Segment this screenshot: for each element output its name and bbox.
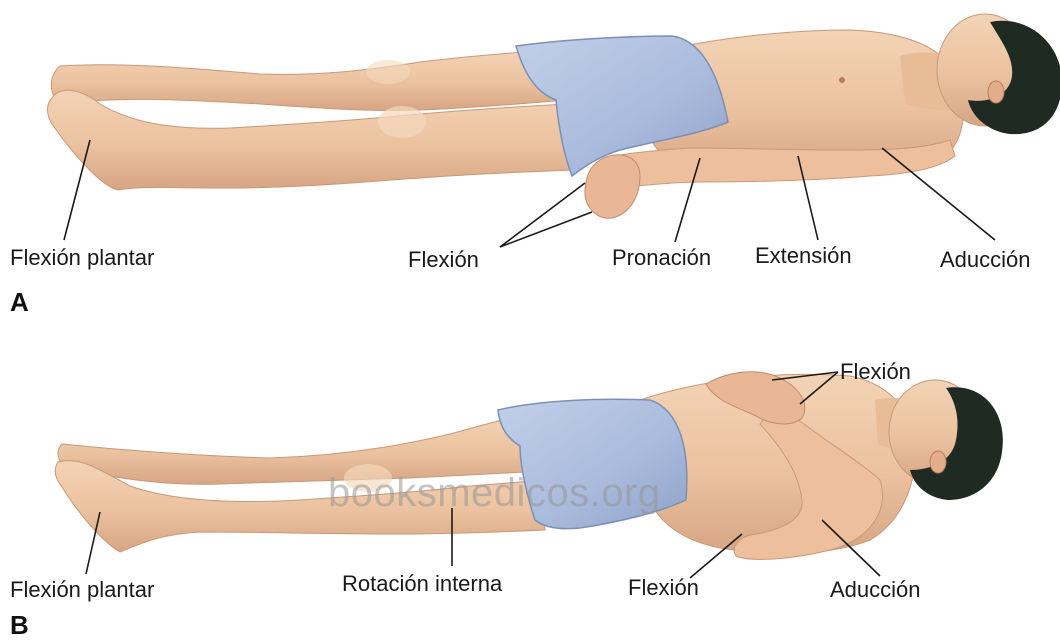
- label-a-pronacion: Pronación: [612, 247, 711, 269]
- figure-a-knee-back: [366, 60, 410, 84]
- label-b-flexion-elbow: Flexión: [628, 577, 699, 599]
- figure-a-nipple: [839, 77, 845, 83]
- figure-a-body: [48, 14, 1060, 218]
- label-a-flexion: Flexión: [408, 249, 479, 271]
- figure-a-fist: [585, 155, 640, 218]
- panel-a-letter: A: [10, 289, 29, 315]
- figure-a-back-leg: [51, 50, 565, 111]
- leader-a-flexion-1: [500, 183, 585, 247]
- label-a-aduccion: Aducción: [940, 249, 1031, 271]
- figure-b-ear: [930, 451, 946, 473]
- label-b-flexion-plantar: Flexión plantar: [10, 579, 154, 601]
- label-a-flexion-plantar: Flexión plantar: [10, 247, 154, 269]
- panel-b-letter: B: [10, 612, 29, 638]
- label-b-rotacion-interna: Rotación interna: [342, 573, 502, 595]
- figure-b-body: [55, 372, 1003, 560]
- figure-a-ear: [988, 81, 1004, 103]
- figure-a-knee: [378, 106, 426, 138]
- label-b-flexion-arms: Flexión: [840, 361, 911, 383]
- leader-a-flexion-2: [500, 212, 592, 247]
- label-a-extension: Extensión: [755, 245, 852, 267]
- watermark: booksmedicos.org: [328, 473, 661, 513]
- label-b-aduccion: Aducción: [830, 579, 921, 601]
